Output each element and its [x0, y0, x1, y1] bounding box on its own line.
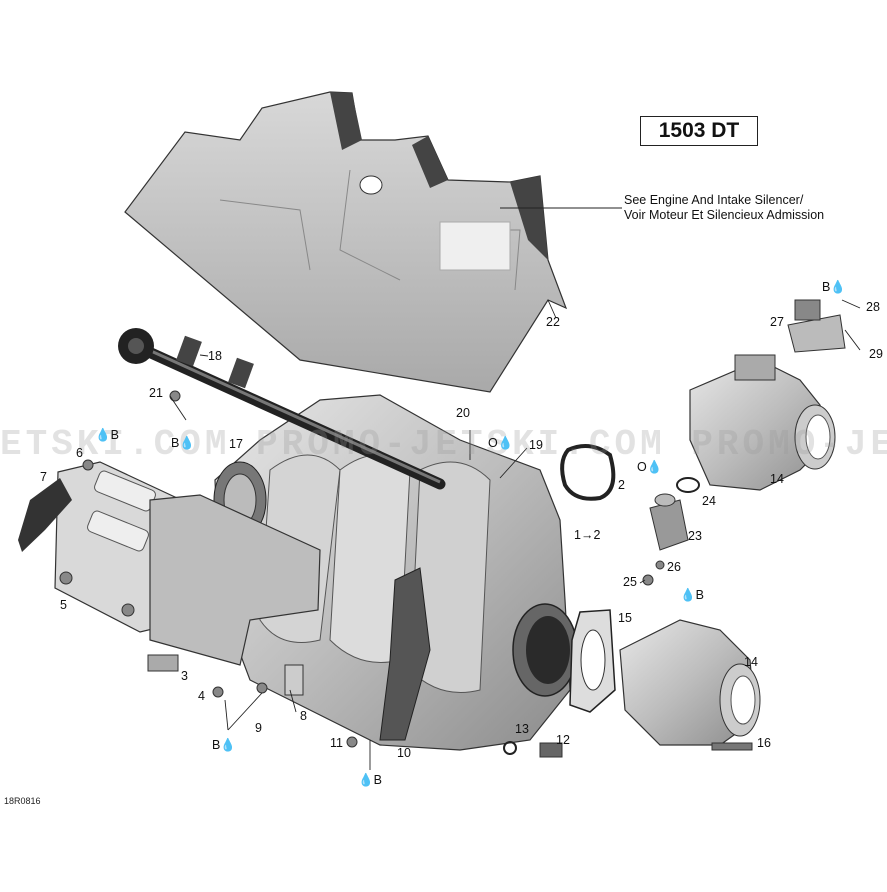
callout-13: 13 — [515, 722, 529, 736]
b-marker-label: B — [212, 738, 221, 752]
callout-25: 25 — [623, 575, 637, 589]
b-marker-label: B — [110, 428, 119, 442]
callout-1: 1→2 — [574, 528, 601, 542]
callout-6: 6 — [76, 446, 83, 460]
o-ring-24-part — [676, 477, 700, 493]
o-marker-label: O — [637, 460, 647, 474]
model-label: 1503 DT — [640, 116, 758, 146]
b-marker-label: B — [695, 588, 704, 602]
side-bracket-part — [379, 567, 431, 741]
drop-icon: 💧 — [220, 738, 236, 752]
callout-28: 28 — [866, 300, 880, 314]
o-marker-label: O — [488, 436, 498, 450]
callout-18: 18 — [208, 349, 222, 363]
callout-3: 3 — [181, 669, 188, 683]
callout-14-lower: 14 — [744, 655, 758, 669]
callout-10: 10 — [397, 746, 411, 760]
engine-cover-part — [124, 91, 568, 393]
b-marker-label: B — [171, 436, 180, 450]
b-marker-label: B — [373, 773, 382, 787]
callout-15: 15 — [618, 611, 632, 625]
callout-24: 24 — [702, 494, 716, 508]
hardware-parts — [82, 390, 753, 758]
callout-11: 11 — [330, 736, 343, 750]
callout-22: 22 — [546, 315, 560, 329]
callout-21: 21 — [149, 386, 163, 400]
lubricant-marker-b-11: 💧B — [358, 773, 382, 787]
callout-19: 19 — [529, 438, 543, 452]
drop-icon: 💧 — [179, 436, 195, 450]
callout-26: 26 — [667, 560, 681, 574]
drop-icon: 💧 — [95, 428, 111, 442]
throttle-body-upper-part — [689, 354, 836, 491]
callout-16: 16 — [757, 736, 771, 750]
lubricant-marker-b-28: B💧 — [822, 280, 846, 294]
callout-20: 20 — [456, 406, 470, 420]
callout-7: 7 — [40, 470, 47, 484]
note-line-2: Voir Moteur Et Silencieux Admission — [624, 208, 825, 222]
clip-part — [18, 478, 72, 552]
drop-icon: 💧 — [830, 280, 846, 294]
lubricant-marker-b-21: B💧 — [171, 436, 195, 450]
drop-icon: 💧 — [646, 460, 663, 474]
lubricant-marker-b-6: 💧B — [95, 428, 119, 442]
callout-27: 27 — [770, 315, 784, 329]
callout-9: 9 — [255, 721, 262, 735]
throttle-body-lower-part — [619, 619, 761, 746]
bracket-part — [147, 494, 321, 672]
b-marker-label: B — [822, 280, 831, 294]
cross-reference-note: See Engine And Intake Silencer/ Voir Mot… — [624, 193, 824, 223]
callout-8: 8 — [300, 709, 307, 723]
actuator-23-part — [649, 493, 689, 551]
callout-2: 2 — [618, 478, 625, 492]
intake-manifold-part — [213, 394, 578, 751]
callout-5: 5 — [60, 598, 67, 612]
drop-icon: 💧 — [497, 436, 514, 450]
oil-marker-o-19: O💧 — [488, 436, 513, 450]
callout-23: 23 — [688, 529, 702, 543]
lubricant-marker-b-4-9: B💧 — [212, 738, 236, 752]
callout-4: 4 — [198, 689, 205, 703]
callout-12: 12 — [556, 733, 570, 747]
oil-marker-o-24: O💧 — [637, 460, 662, 474]
drop-icon: 💧 — [358, 773, 374, 787]
sensor-27-part — [787, 314, 846, 353]
drop-icon: 💧 — [680, 588, 696, 602]
callout-14-upper: 14 — [770, 472, 784, 486]
fuel-rail-part — [118, 328, 446, 490]
callout-17: 17 — [229, 437, 243, 451]
note-line-1: See Engine And Intake Silencer/ — [624, 193, 804, 207]
lubricant-marker-b-25: 💧B — [680, 588, 704, 602]
leader-lines — [169, 207, 861, 770]
watermark-text: ETSKI.COM PROMO-JETSKI.COM PROMO-JETSKI.… — [0, 424, 887, 465]
gasket-2-part — [560, 444, 616, 501]
callout-29: 29 — [869, 347, 883, 361]
reference-code: 18R0816 — [4, 796, 41, 806]
